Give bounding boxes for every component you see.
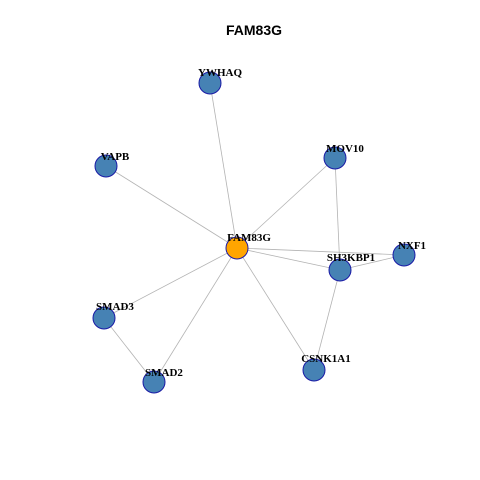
edge-fam83g-smad2	[153, 247, 238, 383]
edge-mov10-sh3kbp1	[334, 157, 341, 271]
edge-fam83g-ywhaq	[209, 82, 238, 249]
node-csnk1a1[interactable]: CSNK1A1	[301, 353, 351, 382]
edge-smad3-smad2	[103, 317, 155, 383]
node-circle-nxf1[interactable]	[392, 243, 416, 267]
edge-fam83g-sh3kbp1	[236, 247, 341, 271]
node-sh3kbp1[interactable]: SH3KBP1	[327, 252, 375, 282]
edge-fam83g-mov10	[236, 157, 336, 249]
node-circle-csnk1a1[interactable]	[302, 358, 326, 382]
edge-sh3kbp1-csnk1a1	[313, 269, 341, 371]
node-circle-smad2[interactable]	[142, 370, 166, 394]
node-smad3[interactable]: SMAD3	[92, 301, 134, 330]
node-label-smad2: SMAD2	[145, 367, 183, 379]
edge-fam83g-vapb	[105, 165, 238, 249]
node-circle-fam83g[interactable]	[225, 236, 249, 260]
node-mov10[interactable]: MOV10	[323, 143, 364, 170]
node-label-vapb: VAPB	[101, 151, 130, 163]
node-vapb[interactable]: VAPB	[94, 151, 130, 178]
node-smad2[interactable]: SMAD2	[142, 367, 183, 394]
node-circle-mov10[interactable]	[323, 146, 347, 170]
node-ywhaq[interactable]: YWHAQ	[198, 67, 242, 95]
node-label-csnk1a1: CSNK1A1	[301, 353, 351, 365]
node-circle-sh3kbp1[interactable]	[328, 258, 352, 282]
node-circle-smad3[interactable]	[92, 306, 116, 330]
node-label-sh3kbp1: SH3KBP1	[327, 252, 375, 264]
node-layer: FAM83G YWHAQ VAPB MOV10NXF1SH3KBP1SMAD3SMAD…	[92, 67, 426, 394]
edge-layer	[103, 82, 405, 383]
node-nxf1[interactable]: NXF1	[392, 240, 426, 267]
edge-fam83g-smad3	[103, 247, 238, 319]
node-label-fam83g: FAM83G	[227, 232, 271, 244]
diagram-title: FAM83G	[226, 22, 282, 38]
edge-fam83g-nxf1	[236, 247, 405, 256]
node-circle-ywhaq[interactable]	[198, 71, 222, 95]
node-fam83g[interactable]: FAM83G	[225, 232, 271, 260]
node-label-nxf1: NXF1	[398, 240, 426, 252]
node-label-smad3: SMAD3	[96, 301, 134, 313]
node-label-ywhaq: YWHAQ	[198, 67, 242, 79]
edge-fam83g-csnk1a1	[236, 247, 315, 371]
node-circle-vapb[interactable]	[94, 154, 118, 178]
node-label-mov10: MOV10	[326, 143, 364, 155]
